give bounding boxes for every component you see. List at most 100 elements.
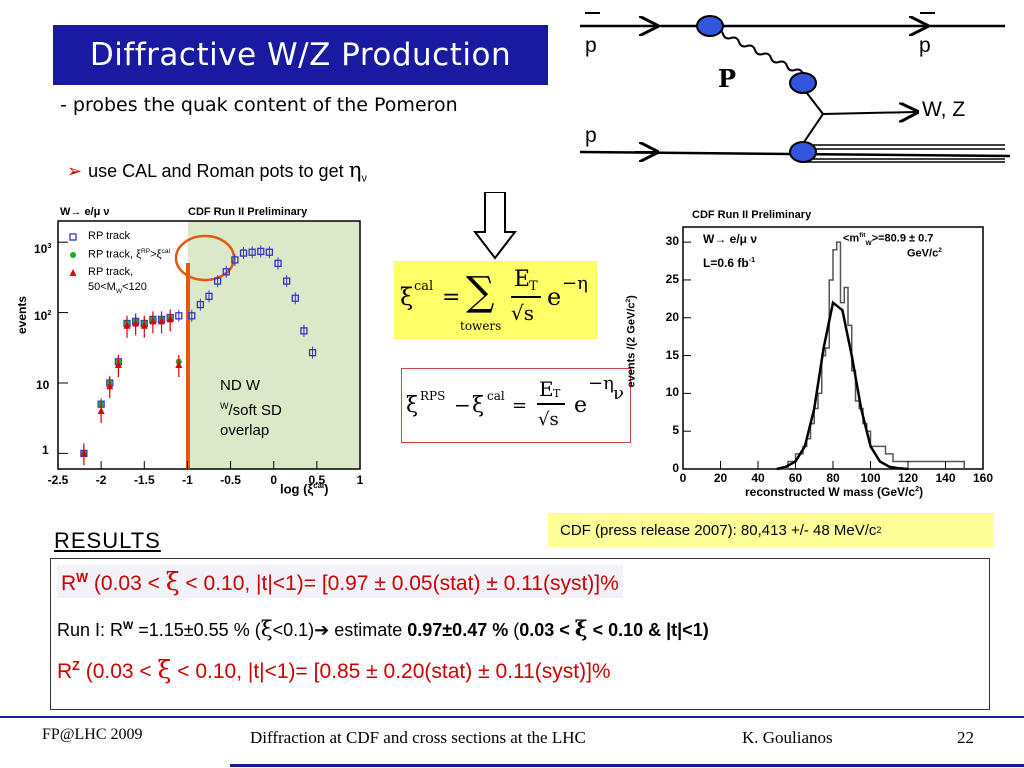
gluon-line xyxy=(714,28,804,75)
vertex-top xyxy=(696,15,724,37)
minus-sign: − xyxy=(454,393,471,417)
rz-xi: ξ xyxy=(157,655,172,684)
rp-track-point xyxy=(300,327,308,335)
slide-title: Diffractive W/Z Production xyxy=(53,25,548,85)
left-xtick-label: 0.5 xyxy=(308,473,326,487)
left-xtick-label: 0 xyxy=(270,473,278,487)
annotation-line-3: overlap xyxy=(220,422,270,439)
fit-sup: fit xyxy=(859,232,866,239)
right-ytick-label: 15 xyxy=(665,347,679,362)
footer-center: Diffraction at CDF and cross sections at… xyxy=(250,728,586,747)
legend-marker-1 xyxy=(69,233,77,241)
rw-xi: ξ xyxy=(165,567,180,596)
left-xlabel-end: ) xyxy=(324,481,329,497)
footer-page-number: 22 xyxy=(957,728,974,747)
right-plot: CDF Run II Preliminary W→ e/μ ν L=0.6 fb… xyxy=(625,205,993,502)
vertex-bottom xyxy=(789,141,817,163)
annotation-w-sup: W xyxy=(220,401,229,411)
right-xtick-label: 20 xyxy=(713,471,728,485)
formula-xi-rps: ξ RPS − ξ cal = E T √s e −η ν xyxy=(401,368,631,443)
p-in-label: p xyxy=(585,124,597,147)
cal-superscript-2: cal xyxy=(487,389,505,403)
annotation-line-2: /soft SD xyxy=(228,402,282,419)
rp-track-point xyxy=(222,268,230,276)
footer-divider xyxy=(0,716,1024,718)
pomeron-label: P xyxy=(718,64,737,93)
legend-item-3: RP track, xyxy=(88,266,134,278)
arrow-bullet-icon: ➢ xyxy=(67,161,83,181)
rp-mw-point xyxy=(80,449,88,457)
rp-mw-point xyxy=(114,361,122,369)
results-box: RW (0.03 < ξ < 0.10, |t|<1)= [0.97 ± 0.0… xyxy=(50,558,990,710)
equals-sign: = xyxy=(442,285,461,310)
r-ylabel-sup: 2 xyxy=(624,298,632,303)
results-heading: RESULTS xyxy=(54,528,161,553)
bullet-text: use CAL and Roman pots to get xyxy=(88,161,349,181)
rp-mw-point xyxy=(166,315,174,323)
sum-symbol: ∑ xyxy=(466,269,495,315)
ytick-1000-exp: 3 xyxy=(47,241,52,250)
right-ytick-label: 20 xyxy=(665,309,679,324)
right-xtick-label: 100 xyxy=(860,471,881,485)
rp-track-point xyxy=(308,348,317,357)
exp-nu-sub: ν xyxy=(613,383,624,404)
sqrt-s: √s xyxy=(511,301,535,325)
rz-sup: Z xyxy=(72,659,80,673)
run1-sup: W xyxy=(123,620,134,632)
ytick-1: 1 xyxy=(42,443,49,457)
left-plot-header: CDF Run II Preliminary xyxy=(188,206,308,218)
right-xtick-label: 140 xyxy=(935,471,956,485)
run1-d: estimate xyxy=(329,620,408,640)
right-ytick-label: 0 xyxy=(672,461,679,475)
left-xtick-label: -2.5 xyxy=(47,473,69,487)
nd-region-shade xyxy=(188,221,360,469)
rp-mw-point xyxy=(97,406,105,414)
footer-author: K. Goulianos xyxy=(742,728,833,747)
rw-sup: W xyxy=(76,571,89,585)
right-xtick-label: 120 xyxy=(897,471,919,485)
legend-item-3b: 50<MW<120 xyxy=(88,281,147,295)
right-plot-fit: <mfitW>=80.9 ± 0.7 xyxy=(843,232,933,247)
slide-title-text: Diffractive W/Z Production xyxy=(89,37,512,73)
cal-superscript: cal xyxy=(414,279,434,294)
rz-a: (0.03 < xyxy=(79,660,158,683)
rp-mw-point xyxy=(158,317,166,325)
wz-label: W, Z xyxy=(922,98,966,121)
right-ytick-label: 10 xyxy=(665,385,679,400)
exp-minus-eta-2: −η xyxy=(588,373,614,394)
vertex-mid xyxy=(789,72,817,94)
right-ytick-label: 30 xyxy=(665,234,679,249)
eta-symbol: η xyxy=(348,158,362,183)
cdf-note-sup: 2 xyxy=(876,525,882,535)
run1-c: <0.1) xyxy=(272,620,315,640)
legend-2-gt: >ξ xyxy=(150,248,162,261)
rp-track-point xyxy=(283,277,291,285)
run1-e: ( xyxy=(508,620,520,640)
fraction-bar-2 xyxy=(537,403,565,405)
left-plot-xlabel: log (ξcal) xyxy=(280,481,328,496)
rp-track-point xyxy=(257,247,265,256)
rz-R: R xyxy=(57,660,73,683)
legend-highlight-circle xyxy=(174,234,236,282)
rp-mw-point xyxy=(106,382,114,390)
rw-a: (0.03 < xyxy=(88,572,166,595)
left-xtick-label: -1.5 xyxy=(133,473,155,487)
ytick-10: 10 xyxy=(36,378,50,392)
legend-item-1: RP track xyxy=(88,230,130,242)
slide-subtitle: - probes the quak content of the Pomeron xyxy=(60,94,458,116)
run1-bold2: 0.03 < xyxy=(519,620,575,640)
r-xlabel-text: reconstructed W mass (GeV/c xyxy=(745,485,916,499)
rp-track-point xyxy=(274,259,282,268)
footer-left: FP@LHC 2009 xyxy=(42,726,143,743)
exp-e: e xyxy=(547,283,562,311)
run1-b: =1.15±0.55 % ( xyxy=(133,620,261,640)
left-xlabel-text: log (ξ xyxy=(280,481,314,497)
feynman-diagram xyxy=(579,12,1011,163)
left-plot: W→ e/μ ν CDF Run II Preliminary events l… xyxy=(15,203,370,505)
right-xtick-label: 160 xyxy=(972,471,994,485)
result-rz: RZ (0.03 < ξ < 0.10, |t|<1)= [0.85 ± 0.2… xyxy=(57,655,611,684)
right-plot-xlabel: reconstructed W mass (GeV/c2) xyxy=(745,484,923,499)
run1-xi2: ξ xyxy=(574,617,588,642)
run1-a: Run I: R xyxy=(57,620,124,640)
r-ylabel-text: events /(2 GeV/c xyxy=(625,302,638,388)
